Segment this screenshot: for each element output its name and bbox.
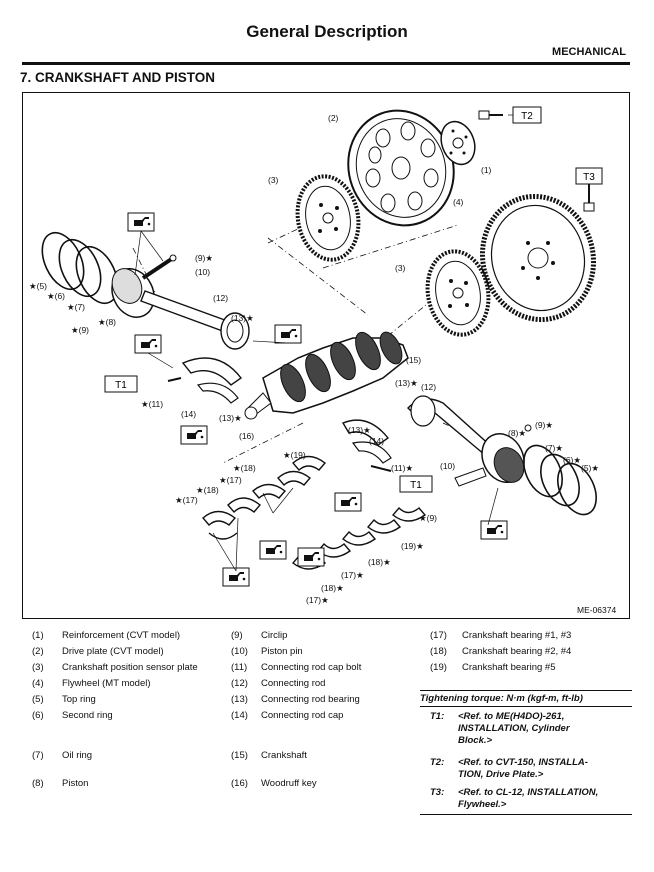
connecting-rod-right (341, 395, 495, 472)
oil-can-icon (134, 334, 162, 354)
crankshaft-bearings-lower (291, 506, 427, 570)
flywheel (480, 193, 596, 323)
oil-can-icon (297, 547, 325, 567)
callout: ★(6) (47, 291, 65, 301)
callout: (5)★ (581, 463, 599, 473)
svg-text:T2: T2 (521, 111, 533, 122)
callout: ★(19) (283, 450, 306, 460)
callout: ★(5) (29, 281, 47, 291)
callout: (13)★ (219, 413, 242, 423)
callout: (14) (369, 436, 384, 446)
piston-right (454, 424, 532, 487)
crankshaft-bearings-upper (202, 455, 327, 540)
torque-title: Tightening torque: N·m (kgf-m, ft-lb) (420, 690, 632, 707)
section-name: MECHANICAL (552, 46, 626, 58)
callout: ★(9) (419, 513, 437, 523)
callout-labels: (2) (1) (3) (4) (9)★ (10) (3) ★(5) ★(6) … (29, 113, 616, 615)
callout: (9)★ (195, 253, 213, 263)
torque-item-t3: T3: <Ref. to CL-12, INSTALLATION, Flywhe… (420, 787, 632, 815)
torque-tag-t1-right: T1 (399, 475, 433, 493)
parts-legend: (1)Reinforcement (CVT model) (2)Drive pl… (32, 630, 572, 789)
callout: ★(9) (71, 325, 89, 335)
torque-tag-t2: T2 (512, 106, 542, 124)
svg-text:T1: T1 (410, 480, 422, 491)
piston-rings-right (523, 444, 597, 516)
tightening-torque-box: Tightening torque: N·m (kgf-m, ft-lb) T1… (420, 690, 632, 815)
callout: (11)★ (391, 463, 413, 473)
figure-code: ME-06374 (577, 605, 616, 615)
callout: ★(8) (98, 317, 116, 327)
piston-rings-left (41, 231, 119, 305)
drive-plate-bolt (478, 110, 503, 120)
callout: (16) (239, 431, 254, 441)
crankshaft (244, 331, 409, 420)
leader-lines (134, 114, 590, 572)
reinforcement (440, 120, 476, 166)
callout: (1) (481, 165, 492, 175)
callout: (9)★ (535, 420, 553, 430)
sensor-plate-lower (425, 249, 491, 337)
exploded-diagram: T2 T3 T1 T1 (2) (1) (3) (4) (9)★ (10) (3… (22, 92, 630, 619)
callout: (10) (440, 461, 455, 471)
sensor-plate-upper (295, 174, 361, 262)
section-heading: 7. CRANKSHAFT AND PISTON (20, 70, 216, 85)
torque-tag-t3: T3 (575, 167, 603, 185)
page-header-title: General Description (246, 22, 408, 41)
callout: (3) (395, 263, 406, 273)
callout: (14) (181, 409, 196, 419)
callout: ★(18) (233, 463, 256, 473)
callout: (2) (328, 113, 339, 123)
callout: (18)★ (368, 557, 391, 567)
torque-item-t1: T1: <Ref. to ME(H4DO)-261, INSTALLATION,… (430, 711, 570, 746)
callout: (18)★ (321, 583, 344, 593)
callout: (13)★ (395, 378, 418, 388)
callout: (7)★ (545, 443, 563, 453)
callout: ★(11) (141, 399, 163, 409)
oil-can-icon (180, 425, 208, 445)
callout: (15) (406, 355, 421, 365)
callout: (8)★ (508, 428, 526, 438)
callout: (17)★ (341, 570, 364, 580)
connecting-rod-left (140, 290, 250, 350)
svg-text:T3: T3 (583, 172, 595, 183)
callout: (6)★ (563, 455, 581, 465)
callout: (3) (268, 175, 279, 185)
oil-can-icon (127, 212, 155, 232)
oil-can-icon (259, 540, 287, 560)
callout: (19)★ (401, 541, 424, 551)
torque-item-t2: T2: <Ref. to CVT-150, INSTALLA- TION, Dr… (430, 757, 588, 780)
oil-can-icon (274, 324, 302, 344)
svg-text:T1: T1 (115, 380, 127, 391)
rod-cap-left (167, 357, 243, 404)
callout: ★(18) (196, 485, 219, 495)
diagram-drawing: T2 T3 T1 T1 (2) (1) (3) (4) (9)★ (10) (3… (29, 106, 616, 615)
callout: ★(7) (67, 302, 85, 312)
callout: ★(17) (219, 475, 242, 485)
piston-left (111, 254, 177, 318)
torque-tag-t1-left: T1 (104, 375, 138, 393)
oil-can-icon (480, 520, 508, 540)
callout: (4) (453, 197, 464, 207)
flywheel-bolt (583, 183, 595, 212)
drive-plate (347, 109, 455, 227)
callout: (12) (213, 293, 228, 303)
callout: (10) (195, 267, 210, 277)
callout: (13)★ (348, 425, 371, 435)
callout: (17)★ (306, 595, 329, 605)
header-rule (22, 62, 630, 65)
oil-can-icon (334, 492, 362, 512)
callout: (13)★ (231, 313, 254, 323)
callout: (12) (421, 382, 436, 392)
callout: ★(17) (175, 495, 198, 505)
